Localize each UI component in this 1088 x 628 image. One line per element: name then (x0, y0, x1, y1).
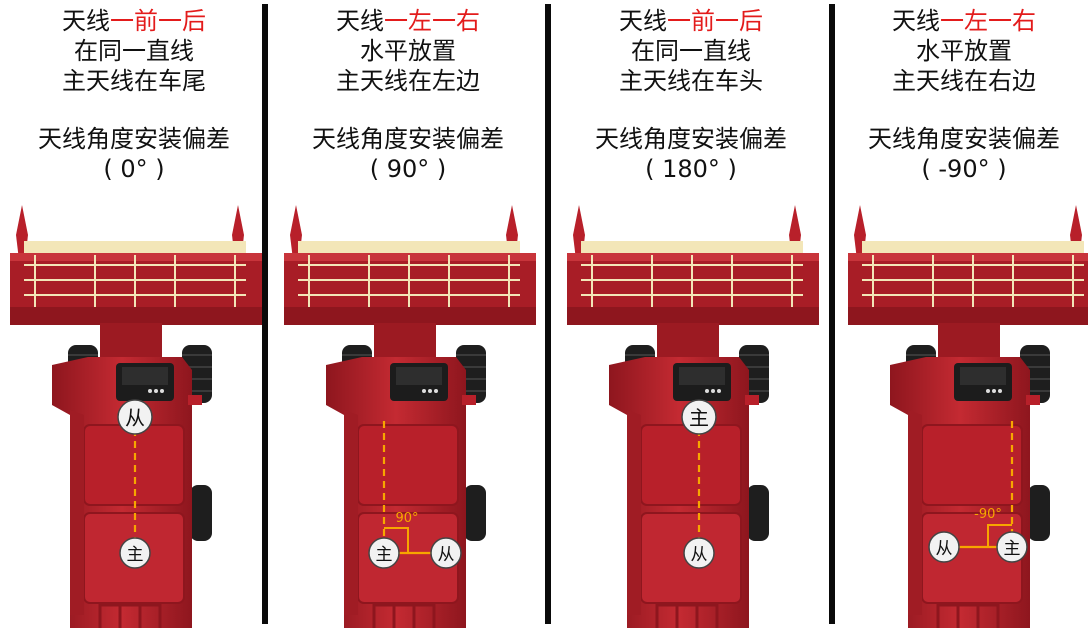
title-prefix: 天线 (892, 7, 940, 35)
title-line: 天线一前一后 (557, 6, 825, 36)
angle-label: -90° (974, 507, 1002, 522)
placement-text: 在同一直线 (631, 37, 751, 65)
title-highlight: 一前一后 (110, 7, 206, 35)
panel-side-right-master: 天线一左一右 水平放置 主天线在右边 天线角度安装偏差 ( -90° ) -90… (840, 0, 1088, 628)
antenna-left-label: 主 (376, 545, 393, 565)
panel-side-left-master: 天线一左一右 水平放置 主天线在左边 天线角度安装偏差 ( 90° ) 90° … (274, 0, 542, 628)
panel-caption: 天线一前一后 在同一直线 主天线在车头 天线角度安装偏差 ( 180° ) (557, 6, 825, 184)
panel-divider-1 (262, 4, 268, 624)
antenna-rear-label: 主 (127, 545, 144, 565)
master-position-text: 主天线在右边 (892, 67, 1036, 95)
antenna-front-label: 主 (689, 406, 709, 430)
harvester-topview: 主 从 (565, 203, 821, 628)
antenna-right: 主 (996, 531, 1028, 563)
antenna-rear: 从 (683, 537, 715, 569)
panel-caption: 天线一前一后 在同一直线 主天线在车尾 天线角度安装偏差 ( 0° ) (0, 6, 268, 184)
offset-value: ( 90° ) (369, 155, 447, 183)
offset-title: 天线角度安装偏差 (312, 125, 504, 153)
harvester-topview: 90° 主 从 (282, 203, 538, 628)
offset-title: 天线角度安装偏差 (595, 125, 787, 153)
title-line: 天线一前一后 (0, 6, 268, 36)
antenna-rear: 主 (119, 537, 151, 569)
panel-caption: 天线一左一右 水平放置 主天线在右边 天线角度安装偏差 ( -90° ) (840, 6, 1088, 184)
harvester-topview: 从 主 (8, 203, 264, 628)
offset-value: ( 0° ) (103, 155, 165, 183)
title-prefix: 天线 (62, 7, 110, 35)
offset-value: ( -90° ) (921, 155, 1007, 183)
placement-text: 水平放置 (916, 37, 1012, 65)
antenna-front-label: 从 (125, 406, 145, 430)
panel-divider-2 (545, 4, 551, 624)
antenna-front: 主 (681, 399, 717, 435)
angle-marker (987, 524, 1012, 547)
title-line: 天线一左一右 (840, 6, 1088, 36)
antenna-right-label: 主 (1004, 539, 1021, 559)
antenna-left-label: 从 (936, 539, 953, 559)
panel-divider-3 (829, 4, 835, 624)
antenna-left: 主 (368, 537, 400, 569)
antenna-front: 从 (117, 399, 153, 435)
antenna-right-label: 从 (438, 545, 455, 565)
antenna-right: 从 (430, 537, 462, 569)
panel-inline-front-master: 天线一前一后 在同一直线 主天线在车头 天线角度安装偏差 ( 180° ) 主 … (557, 0, 825, 628)
harvester-topview: -90° 从 主 (846, 203, 1088, 628)
angle-marker (384, 527, 409, 553)
title-highlight: 一前一后 (667, 7, 763, 35)
master-position-text: 主天线在车头 (619, 67, 763, 95)
title-prefix: 天线 (619, 7, 667, 35)
offset-value: ( 180° ) (645, 155, 737, 183)
offset-title: 天线角度安装偏差 (38, 125, 230, 153)
antenna-left: 从 (928, 531, 960, 563)
offset-title: 天线角度安装偏差 (868, 125, 1060, 153)
antenna-rear-label: 从 (691, 545, 708, 565)
panel-inline-rear-master: 天线一前一后 在同一直线 主天线在车尾 天线角度安装偏差 ( 0° ) 从 主 (0, 0, 268, 628)
angle-label: 90° (395, 511, 418, 526)
panel-caption: 天线一左一右 水平放置 主天线在左边 天线角度安装偏差 ( 90° ) (274, 6, 542, 184)
master-position-text: 主天线在左边 (336, 67, 480, 95)
placement-text: 在同一直线 (74, 37, 194, 65)
title-highlight: 一左一右 (940, 7, 1036, 35)
title-highlight: 一左一右 (384, 7, 480, 35)
master-position-text: 主天线在车尾 (62, 67, 206, 95)
title-line: 天线一左一右 (274, 6, 542, 36)
placement-text: 水平放置 (360, 37, 456, 65)
title-prefix: 天线 (336, 7, 384, 35)
